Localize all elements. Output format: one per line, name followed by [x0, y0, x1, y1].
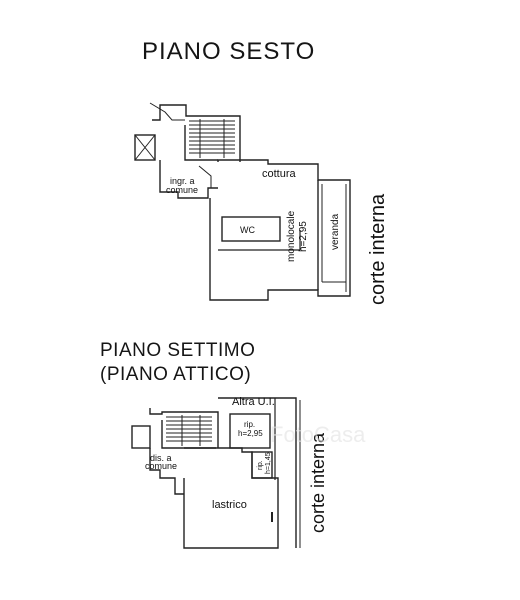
labels-seventh-floor: Altra U.I. rip. h=2,95 rip. h=1,45 dis. …: [145, 396, 328, 533]
entrance-area-outline: [159, 160, 218, 199]
plan-seventh-floor: [131, 397, 301, 549]
floor-subtitle-attic: (PIANO ATTICO): [100, 364, 252, 385]
apartment-outline: [209, 159, 351, 301]
label-terrace: lastrico: [212, 499, 247, 511]
plan-sixth-floor: [134, 102, 351, 301]
label-storage-height: h=2,95: [238, 429, 263, 438]
stair-steps: [189, 119, 235, 158]
terrace-outline: [183, 447, 279, 549]
entrance-door: [198, 165, 212, 188]
label-landing-line2: comune: [145, 461, 177, 471]
stair-steps-7: [166, 415, 212, 446]
label-storage2-height: h=1,45: [265, 452, 272, 474]
label-height-sixth: h=2,95: [298, 221, 309, 252]
label-courtyard-seventh: corte interna: [308, 432, 328, 533]
label-kitchen: cottura: [262, 168, 297, 180]
stair-enclosure-wall-7: [149, 408, 219, 448]
storage-room: [229, 413, 271, 449]
stair-lower-wall: [184, 125, 218, 161]
stair-enclosure-wall: [159, 104, 241, 162]
label-veranda: veranda: [330, 213, 341, 250]
label-wc: WC: [240, 225, 255, 235]
label-entrance-line1: ingr. a: [170, 176, 195, 186]
watermark-logo: FotoCasa: [270, 422, 366, 447]
label-entrance-line2: comune: [166, 185, 198, 195]
landing-outline: [149, 448, 184, 495]
label-other-unit: Altra U.I.: [232, 396, 275, 408]
elevator-shaft: [134, 134, 156, 161]
floor-title-seventh: PIANO SETTIMO: [100, 340, 256, 361]
labels-sixth-floor: ingr. a comune cottura WC monolocale h=2…: [166, 168, 389, 305]
label-storage2: rip.: [257, 460, 264, 470]
label-courtyard-sixth: corte interna: [367, 193, 389, 305]
wc-room: [221, 216, 281, 242]
label-storage: rip.: [244, 420, 255, 429]
stair-enclosure-wall-left: [152, 110, 161, 121]
stair-lower-wall-7: [161, 420, 216, 449]
stair-arrow: [149, 102, 185, 121]
label-landing-line1: dis. a: [150, 453, 172, 463]
label-studio: monolocale: [286, 210, 297, 262]
elevator-shaft-7: [131, 425, 151, 449]
floor-title-sixth: PIANO SESTO: [142, 38, 316, 65]
